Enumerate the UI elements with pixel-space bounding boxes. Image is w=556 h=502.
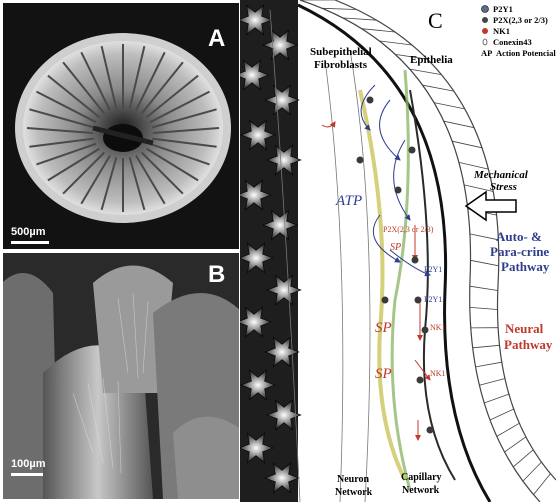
epithelial-cell-border [523, 462, 542, 481]
p2y1-label-a: P2Y1 [424, 265, 442, 274]
legend-ap-label: Action Potencial [496, 48, 556, 58]
receptor-dot [357, 157, 364, 164]
sp-label-small: SP [390, 242, 401, 253]
neuron-label-line1: Neuron [337, 474, 369, 485]
epithelia-label: Epithelia [410, 54, 453, 66]
panel-b-micrograph: B 100µm [3, 253, 239, 499]
epithelial-cell-border [490, 409, 514, 420]
p2y1-label-b: P2Y1 [424, 295, 442, 304]
legend-nk1-label: NK1 [493, 26, 510, 36]
nk1-label-b: NK1 [430, 369, 446, 378]
capillary-label-line2: Network [402, 485, 440, 496]
legend-p2x-marker [482, 17, 488, 23]
panel-a-letter: A [208, 25, 225, 53]
receptor-dot [415, 297, 422, 304]
legend-nk1-marker [482, 28, 488, 34]
neural-label-line2: Pathway [504, 337, 553, 352]
epithelial-cell-border [473, 345, 500, 348]
neural-label-line1: Neural [505, 321, 544, 336]
epithelial-cell-border [444, 121, 474, 128]
mechanical-stress-label-line2: Stress [490, 181, 517, 193]
receptor-dot [412, 257, 419, 264]
epithelial-cell-border [497, 423, 520, 436]
epithelial-cell-border [484, 394, 509, 403]
auto-para-label-line3: Pathway [501, 259, 550, 274]
epithelial-cell-border [470, 286, 498, 290]
auto-para-label-line2: Para-crine [490, 244, 549, 259]
legend-connexin-marker [483, 39, 487, 45]
sp-label-a: SP [375, 320, 392, 336]
epithelial-cell-border [322, 8, 356, 9]
epithelial-cell-border [513, 450, 533, 467]
epithelial-cell-border [534, 474, 551, 495]
p2x-label: P2X(2,3 or 2/3) [383, 225, 434, 234]
receptor-dot [417, 377, 424, 384]
receptor-dot [395, 187, 402, 194]
epithelial-cell-border [470, 307, 498, 309]
receptor-dot [409, 147, 416, 154]
legend-p2y1-label: P2Y1 [493, 4, 513, 14]
panel-b-letter: B [208, 261, 225, 289]
epithelial-cell-border [464, 185, 493, 192]
mechanical-stress-arrow [466, 192, 516, 220]
epithelial-cell-border [423, 85, 454, 91]
legend-p2x-label: P2X(2,3 or 2/3) [493, 15, 548, 25]
receptor-dot [382, 297, 389, 304]
capillary-label-line1: Capillary [401, 472, 442, 483]
panel-a-scale-label: 500µm [11, 226, 45, 238]
epithelial-cell-border [476, 362, 502, 367]
epithelial-cell-border [470, 234, 499, 240]
fibroblasts-label-line1: Subepithelial [310, 46, 372, 58]
legend-ap-symbol: AP [481, 48, 492, 58]
receptor-dot [422, 327, 429, 334]
panel-a-micrograph: A 500µm [3, 3, 239, 249]
panel-b-scale-label: 100µm [11, 458, 45, 470]
neuron-label-line2: Network [335, 487, 373, 498]
legend-connexin-label: Conexin43 [493, 37, 532, 47]
auto-para-label-line1: Auto- & [496, 229, 542, 244]
panel-c-schematic: P2Y1 P2X(2,3 or 2/3) NK1 Conexin43 AP Ac… [240, 0, 556, 502]
panel-c-letter: C [428, 8, 443, 33]
mechanical-stress-label-line1: Mechanical [473, 169, 529, 181]
receptor-dot [367, 97, 374, 104]
sem-cross-section-image [3, 3, 239, 249]
atp-label: ATP [335, 193, 362, 209]
panel-b-scale-bar [11, 473, 43, 476]
panel-a-scale-bar [11, 241, 49, 244]
sp-label-b: SP [375, 366, 392, 382]
epithelial-cell-border [471, 260, 499, 266]
epithelial-cell-border [505, 437, 526, 452]
receptor-dot [427, 427, 434, 434]
nk1-label-a: NK1 [430, 323, 446, 332]
epithelial-cell-border [434, 103, 465, 109]
legend-p2y1-marker [482, 6, 489, 13]
fibroblasts-label-line2: Fibroblasts [314, 59, 368, 71]
villus-signaling-diagram: P2Y1 P2X(2,3 or 2/3) NK1 Conexin43 AP Ac… [240, 0, 556, 502]
epithelial-cell-border [479, 379, 505, 386]
legend: P2Y1 P2X(2,3 or 2/3) NK1 Conexin43 AP Ac… [481, 4, 556, 58]
epithelial-cell-border [452, 141, 482, 148]
